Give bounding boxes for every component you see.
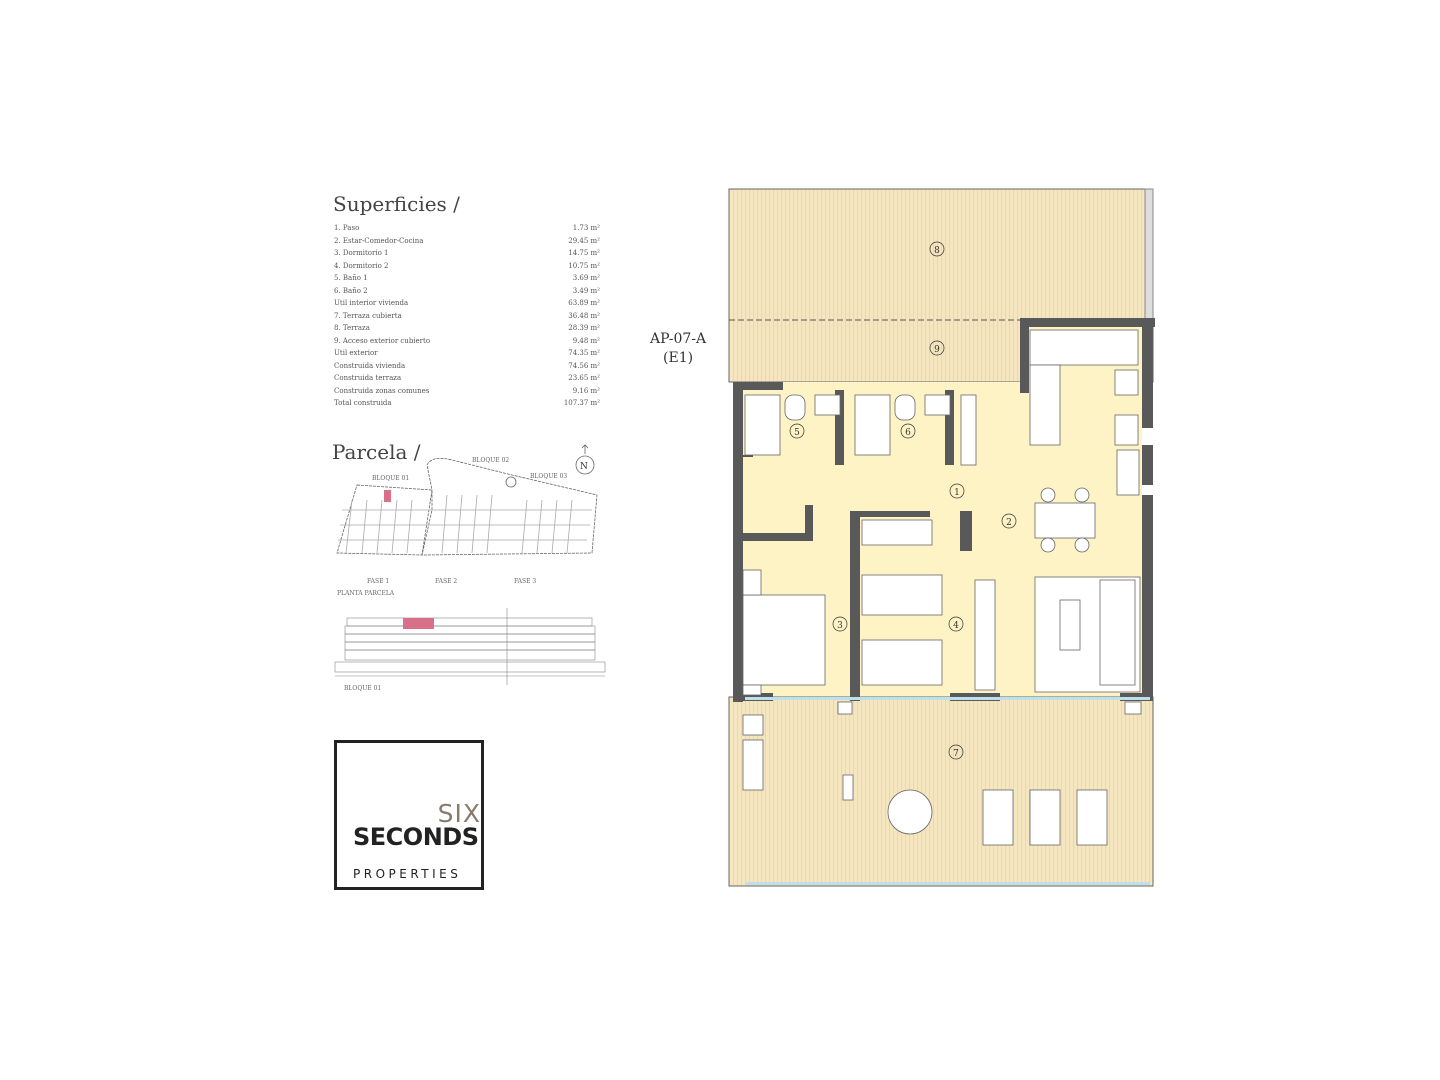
room-marker: [900, 423, 916, 439]
superficie-label: 7. Terraza cubierta: [334, 311, 402, 320]
room-number: 4: [953, 621, 959, 631]
unit-code: AP-07-A: [650, 331, 707, 347]
superficie-label: 6. Baño 2: [334, 286, 368, 295]
superficie-value: 9.48 m²: [572, 336, 600, 345]
superficie-value: 3.69 m²: [572, 274, 600, 282]
superficie-label: 3. Dormitorio 1: [334, 249, 389, 257]
superficie-row: Construida vivienda 74.56 m²: [334, 360, 600, 373]
superficie-row: 4. Dormitorio 2 10.75 m²: [334, 260, 600, 273]
parcela-title: Parcela /: [332, 440, 421, 464]
superficie-label: 5. Baño 1: [334, 274, 368, 282]
superficie-label: 8. Terraza: [334, 324, 370, 332]
superficie-label: Construida vivienda: [334, 361, 406, 370]
floor-plan: 1 2 3 4 5 6 7 8 9: [728, 188, 1155, 887]
superficie-row: Util interior vivienda 63.89 m²: [334, 297, 600, 310]
planta-parcela-label: PLANTA PARCELA: [337, 590, 395, 597]
superficie-value: 28.39 m²: [568, 324, 600, 332]
room-number: 8: [934, 246, 940, 256]
room-marker: [949, 483, 965, 499]
superficies-title: Superficies /: [333, 192, 460, 216]
bloque-01-label: BLOQUE 01: [372, 475, 409, 482]
room-marker: [789, 423, 805, 439]
superficie-row: 1. Paso 1.73 m²: [334, 222, 600, 235]
superficie-value: 74.56 m²: [568, 361, 600, 370]
superficie-row: Construida terraza 23.65 m²: [334, 372, 600, 385]
fase-1-label: FASE 1: [367, 578, 389, 585]
superficie-label: Util interior vivienda: [334, 299, 409, 307]
room-marker: [948, 744, 964, 760]
room-marker: [929, 340, 945, 356]
superficie-row: 2. Estar-Comedor-Cocina 29.45 m²: [334, 235, 600, 248]
superficie-value: 9.16 m²: [572, 386, 600, 395]
six-seconds-logo: SIX SECONDS PROPERTIES: [334, 740, 484, 890]
logo-properties: PROPERTIES: [353, 867, 462, 881]
superficie-label: Total construida: [334, 399, 392, 407]
superficie-row: 5. Baño 1 3.69 m²: [334, 272, 600, 285]
elevation-label: BLOQUE 01: [344, 685, 381, 692]
room-number: 9: [934, 345, 940, 355]
superficie-label: Construida terraza: [334, 374, 402, 382]
superficie-row: 7. Terraza cubierta 36.48 m²: [334, 310, 600, 323]
superficie-row: 9. Acceso exterior cubierto 9.48 m²: [334, 335, 600, 348]
superficie-label: 1. Paso: [334, 224, 360, 232]
room-number: 3: [837, 621, 843, 631]
bloque-02-label: BLOQUE 02: [472, 457, 509, 464]
fase-3-label: FASE 3: [514, 578, 536, 585]
superficie-value: 107.37 m²: [563, 399, 600, 407]
superficie-label: Util exterior: [334, 349, 378, 357]
superficies-table: 1. Paso 1.73 m² 2. Estar-Comedor-Cocina 29.…: [334, 222, 600, 410]
superficie-value: 23.65 m²: [568, 374, 600, 382]
north-indicator: N: [580, 462, 588, 472]
superficie-label: 4. Dormitorio 2: [334, 261, 389, 270]
superficie-label: 9. Acceso exterior cubierto: [334, 336, 431, 345]
superficie-row: Total construida 107.37 m²: [334, 397, 600, 410]
room-number: 6: [905, 428, 911, 438]
room-number: 1: [954, 488, 960, 498]
superficie-value: 14.75 m²: [568, 249, 600, 257]
parcela-plan: BLOQUE 01 BLOQUE 02 BLOQUE 03 N FASE 1 F…: [334, 444, 606, 692]
unit-label: AP-07-A (E1): [650, 330, 706, 368]
logo-seconds: SECONDS: [353, 823, 479, 851]
room-marker: [832, 616, 848, 632]
room-marker: [948, 616, 964, 632]
superficie-value: 1.73 m²: [572, 224, 600, 232]
room-marker: [1001, 513, 1017, 529]
room-number: 5: [794, 428, 800, 438]
superficie-value: 36.48 m²: [568, 311, 600, 320]
superficie-value: 10.75 m²: [568, 261, 600, 270]
superficie-value: 63.89 m²: [568, 299, 600, 307]
superficie-row: Construida zonas comunes 9.16 m²: [334, 385, 600, 398]
room-marker: [929, 241, 945, 257]
superficie-label: 2. Estar-Comedor-Cocina: [334, 236, 424, 245]
bloque-03-label: BLOQUE 03: [530, 473, 567, 480]
superficie-row: 6. Baño 2 3.49 m²: [334, 285, 600, 298]
superficie-row: Util exterior 74.35 m²: [334, 347, 600, 360]
superficie-row: 3. Dormitorio 1 14.75 m²: [334, 247, 600, 260]
superficie-value: 74.35 m²: [568, 349, 600, 357]
superficie-row: 8. Terraza 28.39 m²: [334, 322, 600, 335]
room-number: 7: [953, 749, 959, 759]
superficie-label: Construida zonas comunes: [334, 386, 430, 395]
room-number: 2: [1006, 518, 1012, 528]
superficie-value: 3.49 m²: [572, 286, 600, 295]
unit-sub: (E1): [663, 350, 694, 366]
fase-2-label: FASE 2: [435, 578, 457, 585]
superficie-value: 29.45 m²: [568, 236, 600, 245]
